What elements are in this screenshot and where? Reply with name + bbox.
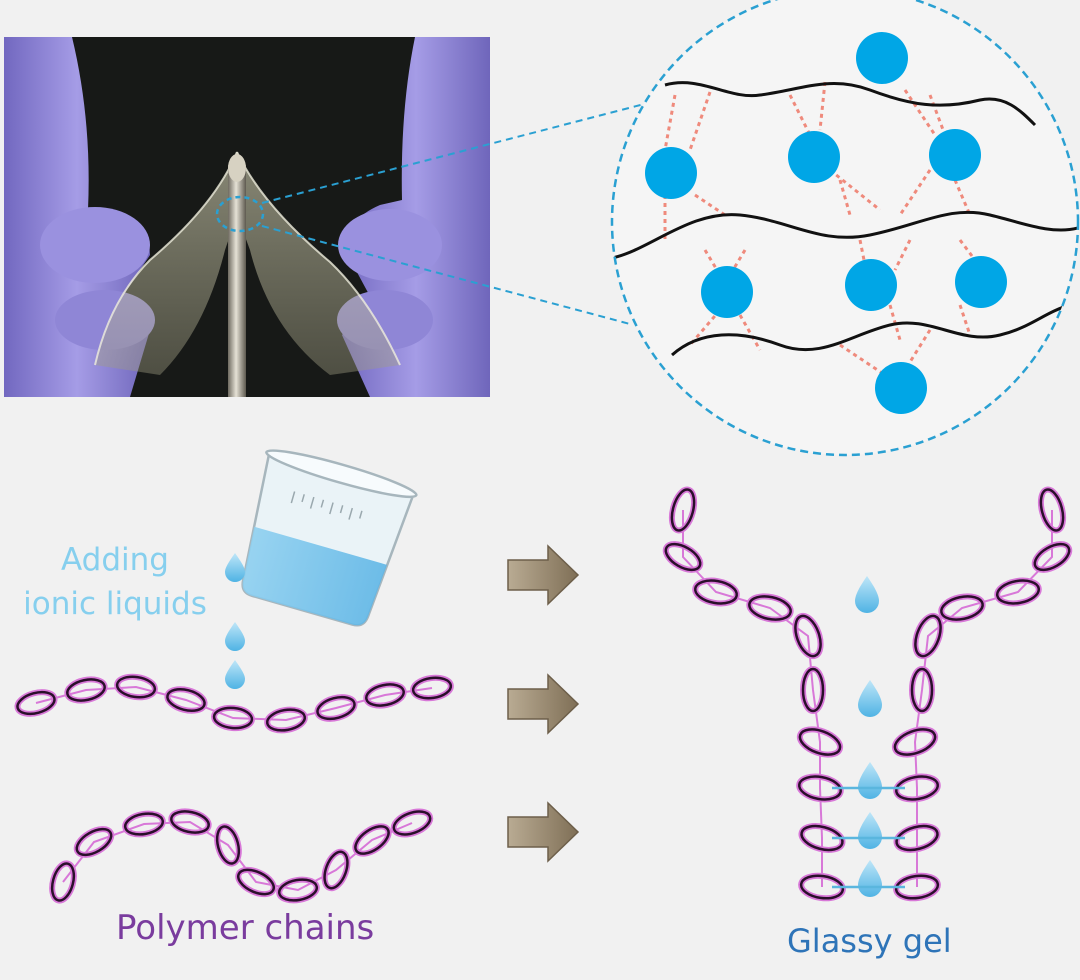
droplet-icon xyxy=(858,812,882,849)
droplet-icon xyxy=(855,576,879,613)
left-glove xyxy=(4,37,155,397)
arrow-right-icon xyxy=(507,544,580,606)
chain-link xyxy=(798,823,846,853)
chain-link xyxy=(276,876,320,904)
polymer-chains-label: Polymer chains xyxy=(116,908,375,948)
chain-link xyxy=(1037,486,1067,534)
chain-link xyxy=(893,823,941,853)
chain-link xyxy=(1031,541,1073,573)
gel-droplets xyxy=(855,576,882,897)
glassy-gel-label: Glassy gel xyxy=(787,922,952,960)
polymer-backbones xyxy=(612,81,1078,357)
droplet-icon xyxy=(225,660,245,689)
chain-link xyxy=(994,577,1042,607)
chain-link xyxy=(164,686,208,714)
chain-link xyxy=(235,866,277,898)
molecular-zoom xyxy=(610,0,1080,457)
arrow-right-icon xyxy=(507,801,580,863)
chain-link xyxy=(321,848,351,892)
metal-rod xyxy=(228,165,246,397)
chain-backbone xyxy=(913,510,1053,887)
droplet-icon xyxy=(858,680,882,717)
chain-link xyxy=(746,593,794,623)
chain-link xyxy=(114,673,158,701)
chain-link xyxy=(14,689,58,717)
chain-link xyxy=(893,872,941,902)
polymer-chain-straight xyxy=(14,673,454,734)
chain-link xyxy=(796,773,844,803)
chain-link xyxy=(64,676,108,704)
chain-link xyxy=(211,704,255,732)
chain-link xyxy=(390,808,434,838)
gel-crosslinks xyxy=(832,786,905,889)
zoom-circle-border xyxy=(610,0,1080,457)
chain-link xyxy=(792,612,824,660)
chain-link xyxy=(800,666,826,714)
gel-chain-right xyxy=(891,486,1073,902)
droplet-icon xyxy=(225,622,245,651)
gel-chain-left xyxy=(662,486,846,902)
beaker-icon xyxy=(241,449,418,627)
chain-link xyxy=(891,726,939,758)
chain-link xyxy=(938,593,986,623)
chain-link xyxy=(912,612,944,660)
chain-link xyxy=(909,666,935,714)
chain-link xyxy=(893,773,941,803)
adding-ionic-liquids-label: Adding ionic liquids xyxy=(20,538,210,626)
adding-label-line2: ionic liquids xyxy=(23,586,207,622)
chain-link xyxy=(798,872,846,902)
arrows xyxy=(507,544,580,863)
chain-link xyxy=(662,541,704,573)
photo-panel xyxy=(4,37,490,397)
chain-link xyxy=(314,694,358,722)
droplet-icon xyxy=(858,762,882,799)
falling-droplets xyxy=(225,553,245,689)
chain-link xyxy=(122,810,166,838)
chain-link xyxy=(168,808,212,836)
chain-link xyxy=(264,706,308,734)
droplet-icon xyxy=(858,860,882,897)
polymer-chains-layer xyxy=(14,486,1073,904)
gel-film xyxy=(95,152,400,375)
chain-link xyxy=(410,674,454,702)
chain-link xyxy=(363,681,407,709)
chain-link xyxy=(668,486,698,534)
arrow-right-icon xyxy=(507,673,580,735)
chain-link xyxy=(692,577,740,607)
chain-link xyxy=(796,726,844,758)
chain-backbone xyxy=(682,510,823,887)
chain-link xyxy=(49,860,77,904)
droplet-icon xyxy=(225,553,245,582)
chain-link xyxy=(214,823,242,867)
zoom-marker xyxy=(215,195,265,233)
zoom-line-bottom xyxy=(261,225,631,325)
ions xyxy=(645,32,1007,414)
polymer-chain-wavy xyxy=(49,808,434,904)
chain-backbone xyxy=(62,820,413,892)
adding-label-line1: Adding xyxy=(61,542,169,578)
chain-link xyxy=(352,823,392,857)
crosslinks xyxy=(663,81,977,377)
chain-link xyxy=(73,826,115,858)
